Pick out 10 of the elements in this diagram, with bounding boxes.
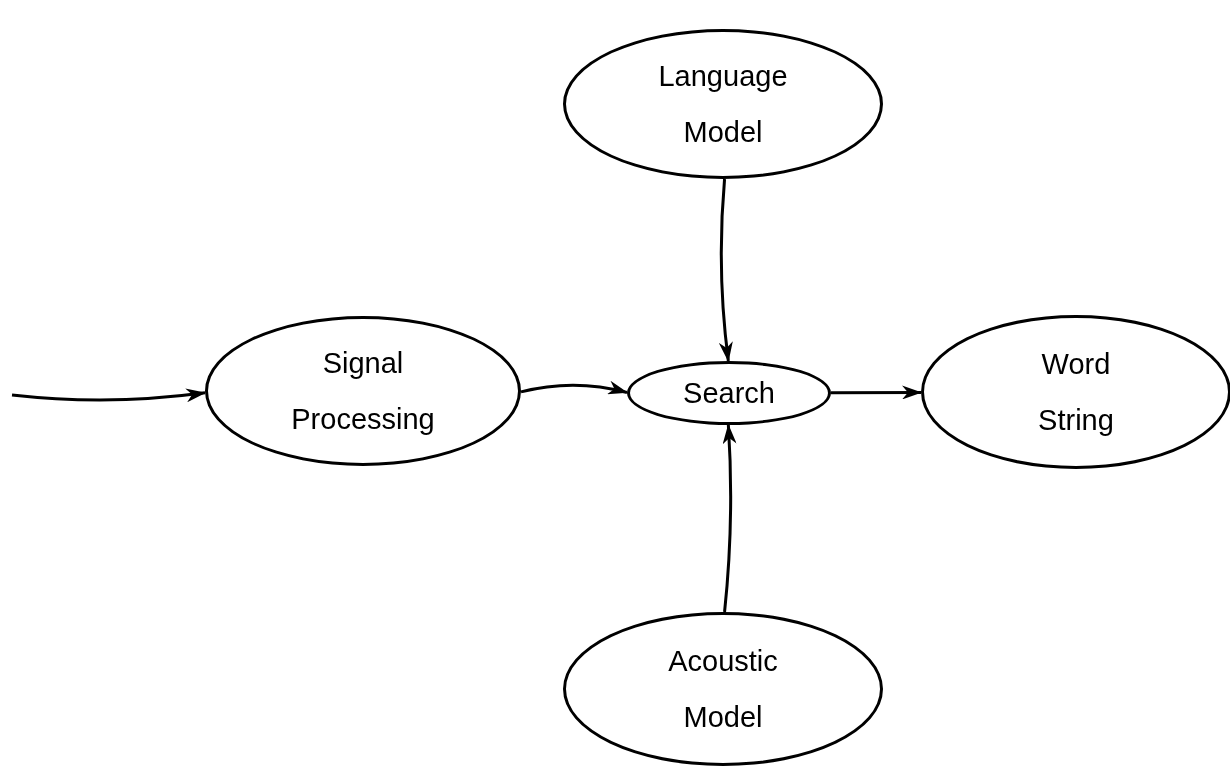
arrow (719, 178, 733, 362)
arrow (11, 388, 207, 403)
arrow (831, 385, 922, 400)
node-label: Word String (1037, 347, 1115, 438)
node-label: Acoustic Model (667, 644, 779, 735)
node-label: Language Model (657, 59, 789, 150)
arrow (722, 424, 737, 613)
node-label: Search (682, 376, 776, 411)
node-label: Signal Processing (290, 346, 436, 437)
arrow (520, 381, 628, 395)
